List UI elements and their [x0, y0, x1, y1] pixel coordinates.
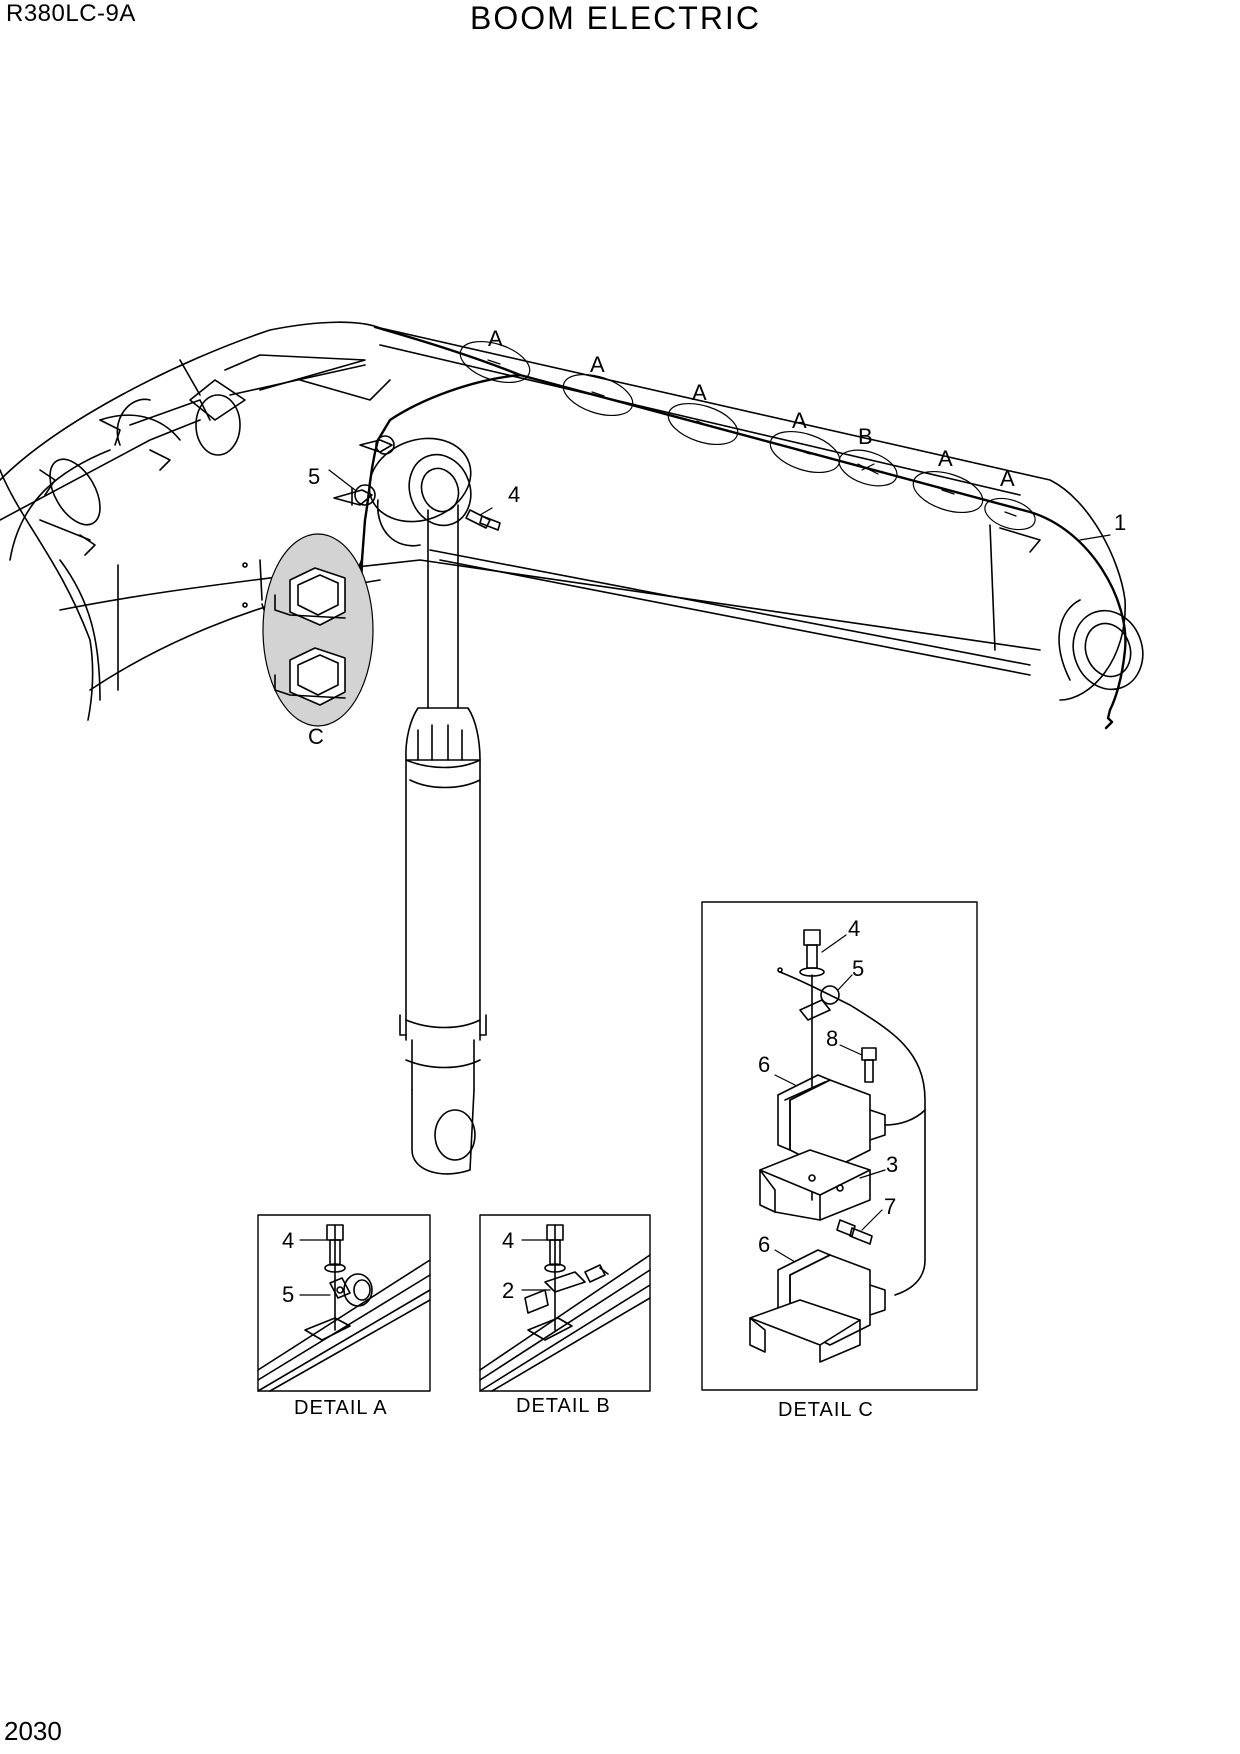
- detail-c-box: [701, 901, 978, 1391]
- detail-c-zoom: [242, 533, 374, 727]
- detail-c-item-6-lower: 6: [758, 1232, 770, 1257]
- bolt-item-4: [465, 509, 501, 531]
- detail-b-item-4: 4: [502, 1228, 514, 1253]
- page-number: 2030: [4, 1716, 62, 1746]
- callout-item-1: 1: [1114, 510, 1126, 535]
- hydraulic-cylinder: [399, 504, 487, 1175]
- detail-c-item-3: 3: [886, 1152, 898, 1177]
- callout-a-1: A: [488, 326, 503, 351]
- detail-b-caption: DETAIL B: [516, 1395, 611, 1417]
- model-number: R380LC-9A: [6, 0, 136, 27]
- detail-a-box: [257, 1214, 431, 1392]
- clamp-item-5: [333, 435, 395, 506]
- diagram-title: BOOM ELECTRIC: [470, 0, 761, 36]
- callout-item-4: 4: [508, 482, 520, 507]
- callout-a-2: A: [590, 352, 605, 377]
- callout-a-4: A: [792, 408, 807, 433]
- detail-c-caption: DETAIL C: [778, 1399, 874, 1421]
- detail-b-item-2: 2: [502, 1278, 514, 1303]
- detail-c-item-6-upper: 6: [758, 1052, 770, 1077]
- leader-lines: [299, 469, 1111, 1296]
- detail-c-item-5: 5: [852, 956, 864, 981]
- detail-a-item-5: 5: [282, 1282, 294, 1307]
- detail-b-box: [479, 1214, 651, 1392]
- detail-a-caption: DETAIL A: [294, 1397, 388, 1419]
- callout-a-5: A: [938, 446, 953, 471]
- callout-b-1: B: [858, 424, 873, 449]
- boom-structure: [0, 321, 1144, 721]
- cylinder-head: [368, 437, 472, 547]
- callout-c: C: [308, 724, 324, 749]
- callout-a-3: A: [692, 380, 707, 405]
- detail-a-rings: [459, 340, 1036, 531]
- detail-c-item-4: 4: [848, 916, 860, 941]
- detail-c-item-7: 7: [884, 1194, 896, 1219]
- callout-item-5: 5: [308, 464, 320, 489]
- detail-a-item-4: 4: [282, 1228, 294, 1253]
- detail-c-item-8: 8: [826, 1026, 838, 1051]
- callout-a-6: A: [1000, 466, 1015, 491]
